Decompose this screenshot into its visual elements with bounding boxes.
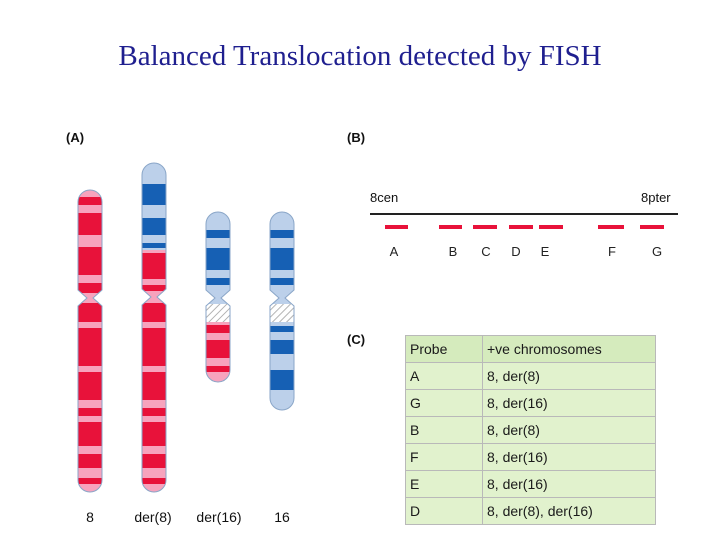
chromosome-der16 <box>205 211 231 383</box>
chromosome-chr8 <box>77 189 103 493</box>
chromosome-der8 <box>141 162 167 493</box>
result-cell: 8, der(16) <box>482 389 656 417</box>
pter-label: 8pter <box>641 190 671 205</box>
chromosome-label-der8: der(8) <box>134 509 172 525</box>
karyotype-diagram <box>77 162 295 493</box>
table-row: E 8, der(16) <box>405 470 656 498</box>
chromosome-outline <box>77 189 103 493</box>
chromosome-band <box>142 478 166 484</box>
probe-letter-b: B <box>448 244 458 259</box>
chromosome-chr16 <box>269 211 295 411</box>
chromosome-band <box>142 408 166 416</box>
probe-cell: E <box>405 470 483 498</box>
chromosome-band <box>78 372 102 400</box>
centromere-label: 8cen <box>370 190 399 205</box>
chromosome-band <box>142 285 166 291</box>
chromosome-band <box>142 372 166 400</box>
chromosome-band <box>206 366 230 372</box>
slide-title: Balanced Translocation detected by FISH <box>118 40 602 72</box>
probe-letter-d: D <box>511 244 521 259</box>
chromosome-outline <box>269 211 295 411</box>
table-row: G 8, der(16) <box>405 389 656 417</box>
chromosome-band <box>142 253 166 279</box>
chromosome-band <box>78 408 102 416</box>
header-positive-chromosomes: +ve chromosomes <box>482 335 656 363</box>
probe-letter-e: E <box>540 244 550 259</box>
chromosome-band <box>206 304 230 322</box>
chromosome-band <box>78 197 102 205</box>
chromosome-band <box>78 478 102 484</box>
result-cell: 8, der(8) <box>482 416 656 444</box>
result-cell: 8, der(16) <box>482 443 656 471</box>
chromosome-band <box>206 340 230 358</box>
table-row: B 8, der(8) <box>405 416 656 444</box>
chromosome-band <box>142 163 166 250</box>
result-cell: 8, der(8) <box>482 362 656 390</box>
chromosome-band <box>142 218 166 235</box>
chromosome-band <box>142 184 166 205</box>
chromosome-label-der16: der(16) <box>196 509 242 525</box>
panel-label-b: (B) <box>347 130 366 145</box>
chromosome-label-8: 8 <box>86 509 94 525</box>
chromosome-band <box>78 422 102 446</box>
table-header-row: Probe +ve chromosomes <box>405 335 656 363</box>
chromosome-band <box>78 247 102 275</box>
table-row: A 8, der(8) <box>405 362 656 390</box>
chromosome-band <box>270 370 294 390</box>
probe-cell: F <box>405 443 483 471</box>
chromosome-band <box>270 278 294 285</box>
header-probe: Probe <box>405 335 483 363</box>
probe-letter-g: G <box>651 244 663 259</box>
probe-cell: D <box>405 497 483 525</box>
chromosome-band <box>142 303 166 322</box>
probe-cell: G <box>405 389 483 417</box>
chromosome-band <box>270 304 294 322</box>
chromosome-label-16: 16 <box>274 509 290 525</box>
table-row: D 8, der(8), der(16) <box>405 497 656 525</box>
chromosome-band <box>78 303 102 322</box>
chromosome-band <box>78 283 102 293</box>
probe-letter-c: C <box>481 244 491 259</box>
chromosome-band <box>270 340 294 354</box>
chromosome-band <box>270 230 294 238</box>
result-cell: 8, der(8), der(16) <box>482 497 656 525</box>
panel-label-a: (A) <box>66 130 85 145</box>
chromosome-band <box>270 326 294 332</box>
chromosome-band <box>78 454 102 468</box>
chromosome-band <box>206 248 230 270</box>
chromosome-outline <box>141 162 167 493</box>
chromosome-outline <box>205 211 231 383</box>
chromosome-band <box>142 328 166 366</box>
chromosome-band <box>206 278 230 285</box>
probe-cell: B <box>405 416 483 444</box>
result-cell: 8, der(16) <box>482 470 656 498</box>
chromosome-band <box>142 422 166 446</box>
probe-letter-a: A <box>389 244 399 259</box>
panel-label-c: (C) <box>347 332 366 347</box>
chromosome-band <box>270 248 294 270</box>
probe-cell: A <box>405 362 483 390</box>
table-row: F 8, der(16) <box>405 443 656 471</box>
probe-letter-f: F <box>608 244 616 259</box>
chromosome-band <box>206 325 230 333</box>
chromosome-band <box>206 230 230 238</box>
chromosome-band <box>142 243 166 248</box>
chromosome-band <box>78 213 102 235</box>
chromosome-band <box>142 454 166 468</box>
probe-results-table: Probe +ve chromosomes A 8, der(8) G 8, d… <box>405 335 656 525</box>
chromosome-band <box>78 328 102 366</box>
